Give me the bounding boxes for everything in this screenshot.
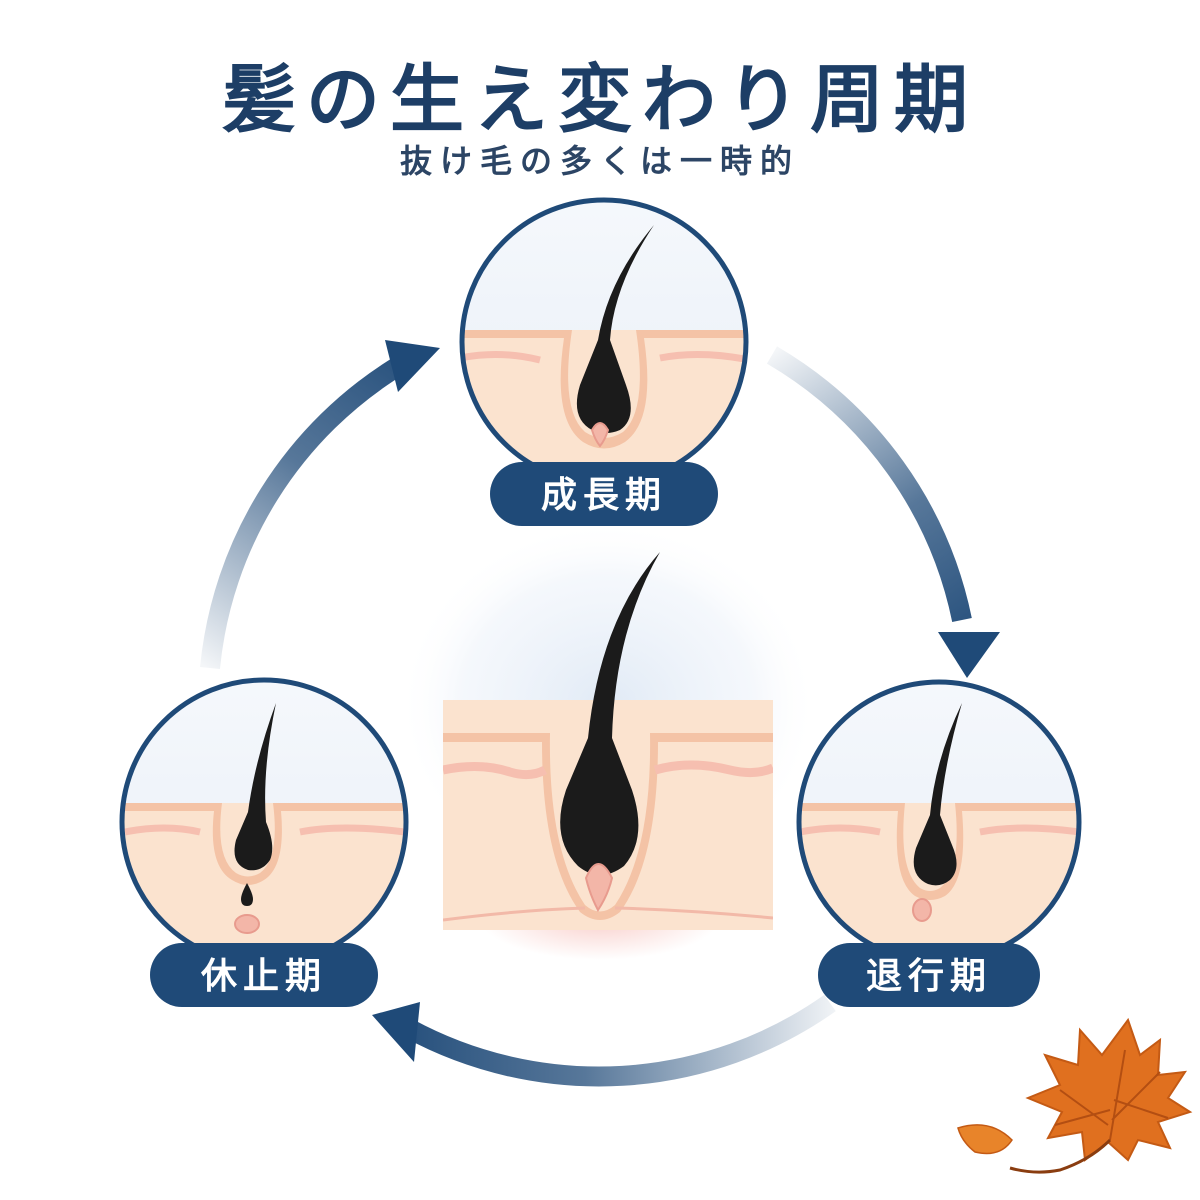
phase-anagen: 成長期 [459,197,749,526]
maple-leaf-icon [957,1017,1193,1174]
arrow-anagen-to-catagen [766,346,972,623]
phase-catagen-badge [818,943,1040,1007]
phase-telogen-badge [150,943,378,1007]
arrow-telogen-to-anagen [200,356,406,669]
cycle-arrows [200,340,1000,1087]
phase-catagen-label: 退行期 [866,956,992,997]
diagram-subtitle: 抜け毛の多くは一時的 [399,142,800,180]
center-follicle-illustration [398,520,818,960]
diagram-title: 髪の生え変わり周期 [222,57,978,143]
arrow-catagen-to-telogen [403,994,836,1087]
center-hair-strand [560,552,660,875]
arrow-head-left [372,1002,420,1062]
phase-catagen: 退行期 [796,679,1082,1007]
phase-anagen-badge [490,462,718,526]
phase-telogen-label: 休止期 [200,956,327,997]
phase-anagen-label: 成長期 [541,475,667,516]
arrow-head-up [385,340,440,392]
phase-telogen: 休止期 [119,677,409,1007]
arrow-head-down [938,632,1000,678]
